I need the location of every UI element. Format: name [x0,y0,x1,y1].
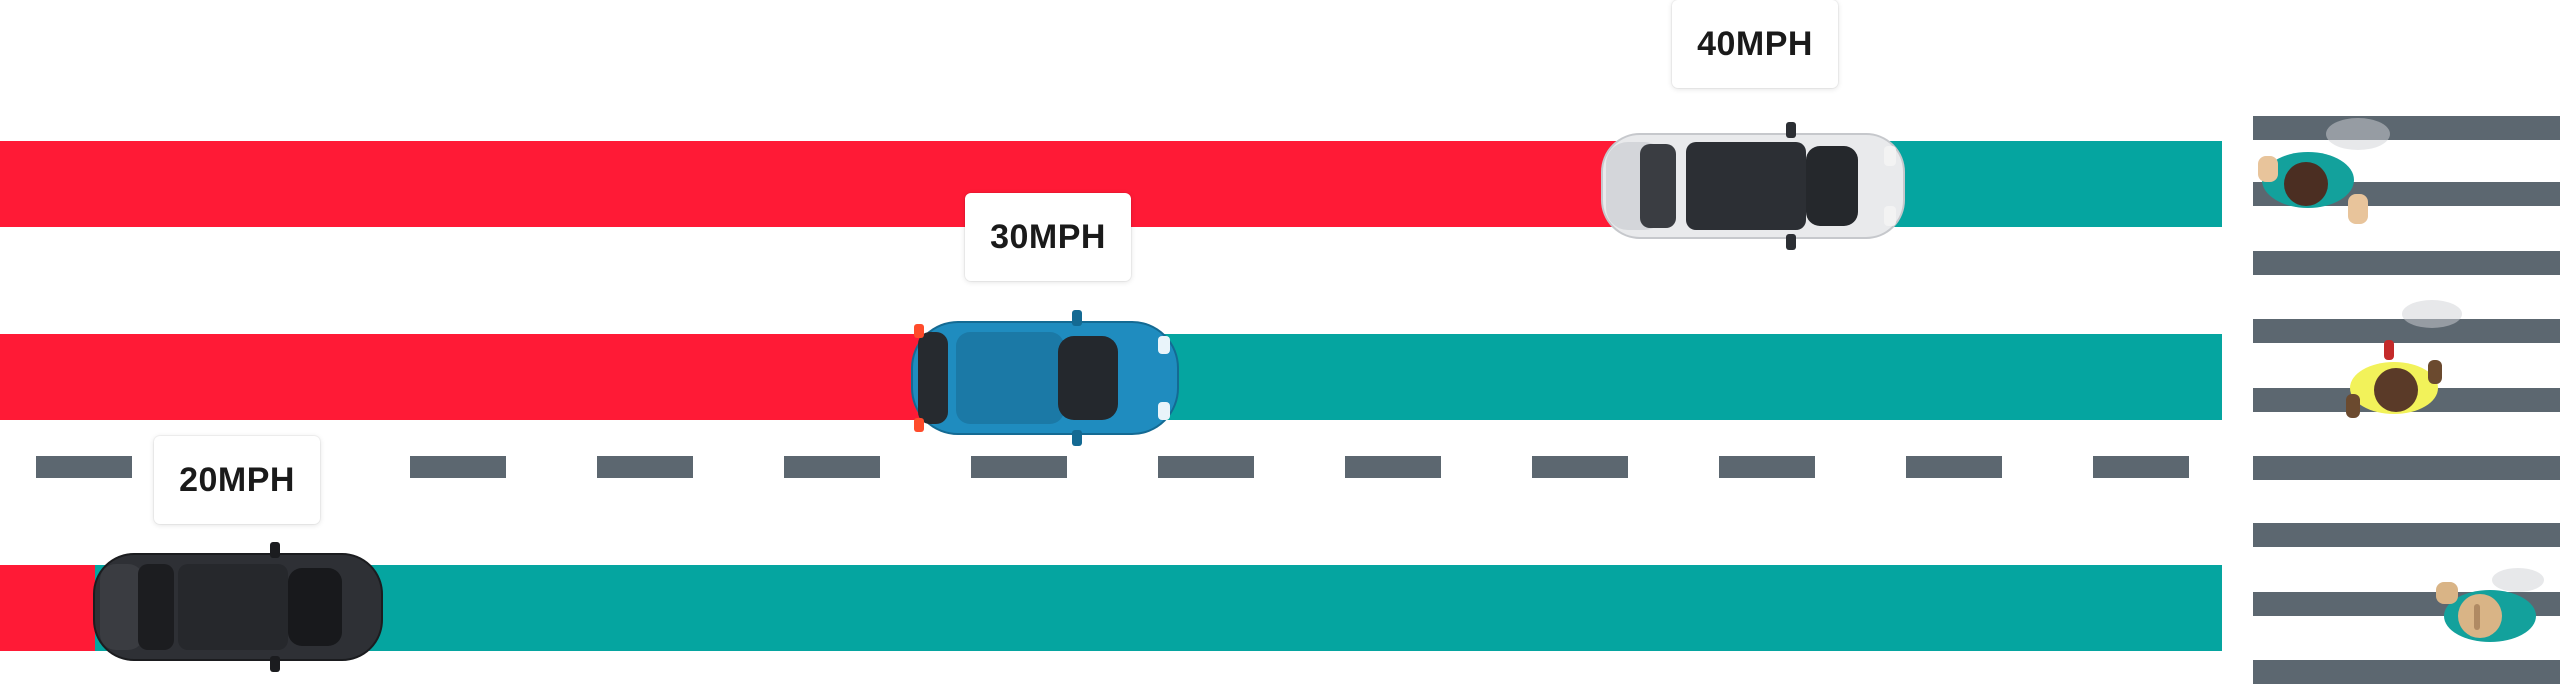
pedestrian-bottom-shadow [2492,568,2544,592]
lane-dash [410,456,506,478]
car-blue-roof [956,332,1064,424]
car-black-roof [178,564,288,650]
car-white-rear-window [1640,144,1676,228]
lane-dash [597,456,693,478]
stopping-distance-bar-middle [0,334,920,420]
pedestrian-top-head [2284,162,2328,206]
lane-dash [784,456,880,478]
crosswalk-stripe [2253,319,2560,343]
lane-top [0,141,2222,227]
crosswalk-stripe [2253,456,2560,480]
stopping-distance-bar-bottom [0,565,95,651]
lane-dash [1719,456,1815,478]
pedestrian-top [2258,118,2390,224]
lane-dash [1158,456,1254,478]
lane-bottom [0,565,2222,651]
car-white [1601,122,1905,250]
lane-dash [1906,456,2002,478]
lane-dash [2093,456,2189,478]
lane-dash [1345,456,1441,478]
car-white-windshield [1806,146,1858,226]
speed-label-20: 20MPH [154,436,320,524]
crosswalk-stripe [2253,660,2560,684]
car-blue-windshield [1058,336,1118,420]
crosswalk-stripe [2253,523,2560,547]
lane-dash [36,456,132,478]
car-white-roof [1686,142,1806,230]
car-black-windshield [288,568,342,646]
pedestrian-middle [2346,300,2462,418]
pedestrian-top-shadow [2326,118,2390,150]
pedestrian-middle-shadow [2402,300,2462,328]
car-blue-rear-window [918,332,948,424]
lane-bar-bottom [95,565,2222,651]
stopping-distance-bar-top [0,141,1620,227]
pedestrian-middle-head [2374,368,2418,412]
car-black-rear-window [138,564,174,650]
car-blue [911,310,1179,446]
speed-label-30: 30MPH [965,193,1131,281]
car-black [93,542,383,672]
pedestrian-bottom [2436,568,2544,642]
lane-dash [971,456,1067,478]
speed-label-40: 40MPH [1672,0,1838,88]
crosswalk-stripe [2253,251,2560,275]
lane-dash [1532,456,1628,478]
crosswalk-stripe [2253,116,2560,140]
